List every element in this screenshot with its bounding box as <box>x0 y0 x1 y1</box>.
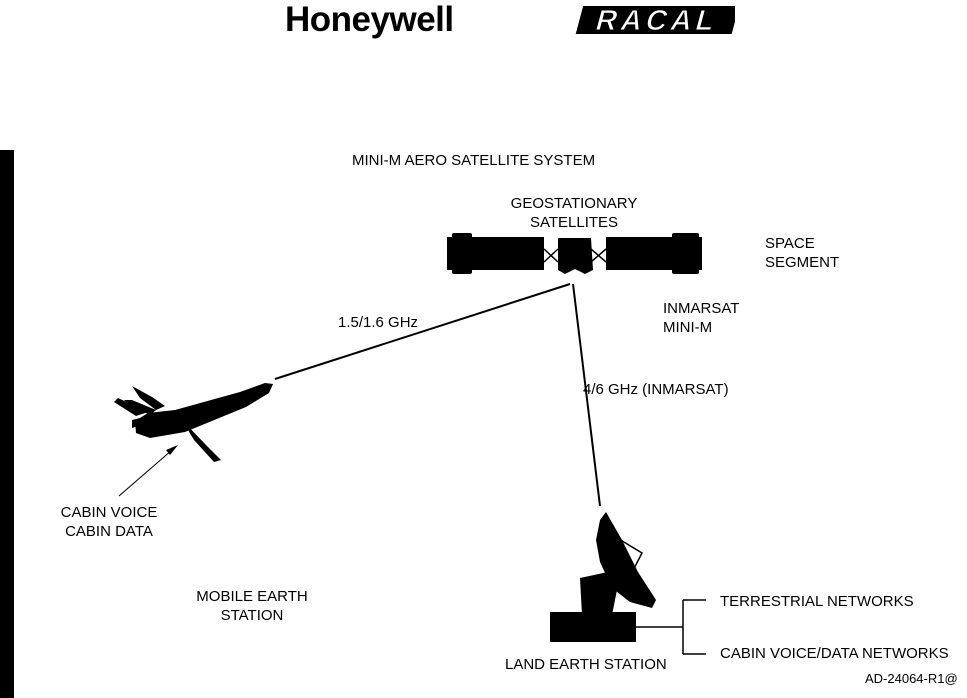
diagram-title: MINI-M AERO SATELLITE SYSTEM <box>352 151 595 170</box>
space-segment-label: SPACE SEGMENT <box>765 234 839 272</box>
aircraft-link-label: 1.5/1.6 GHz <box>338 313 418 332</box>
satellite-label: GEOSTATIONARY SATELLITES <box>502 194 646 232</box>
mobile-line2: STATION <box>184 606 320 625</box>
network-connector <box>636 600 706 654</box>
space-segment-line1: SPACE <box>765 234 839 253</box>
cabin-label: CABIN VOICE CABIN DATA <box>52 503 166 541</box>
satellite-label-line1: GEOSTATIONARY <box>502 194 646 213</box>
dish-antenna-icon <box>550 512 656 642</box>
mobile-earth-station-label: MOBILE EARTH STATION <box>184 587 320 625</box>
satellite-label-line2: SATELLITES <box>502 213 646 232</box>
cabin-line2: CABIN DATA <box>52 522 166 541</box>
land-earth-station-label: LAND EARTH STATION <box>505 655 667 674</box>
inmarsat-line1: INMARSAT <box>663 299 739 318</box>
cabin-networks-label: CABIN VOICE/DATA NETWORKS <box>720 644 949 663</box>
inmarsat-label: INMARSAT MINI-M <box>663 299 739 337</box>
cabin-line1: CABIN VOICE <box>52 503 166 522</box>
ground-link-label: 4/6 GHz (INMARSAT) <box>583 380 729 399</box>
mobile-line1: MOBILE EARTH <box>184 587 320 606</box>
space-segment-line2: SEGMENT <box>765 253 839 272</box>
figure-id: AD-24064-R1@ <box>865 669 958 688</box>
aircraft-link-line <box>275 284 570 379</box>
terrestrial-networks-label: TERRESTRIAL NETWORKS <box>720 592 914 611</box>
inmarsat-line2: MINI-M <box>663 318 739 337</box>
satellite-icon <box>447 233 702 274</box>
cabin-arrow <box>119 445 178 496</box>
aircraft-icon <box>114 383 273 462</box>
